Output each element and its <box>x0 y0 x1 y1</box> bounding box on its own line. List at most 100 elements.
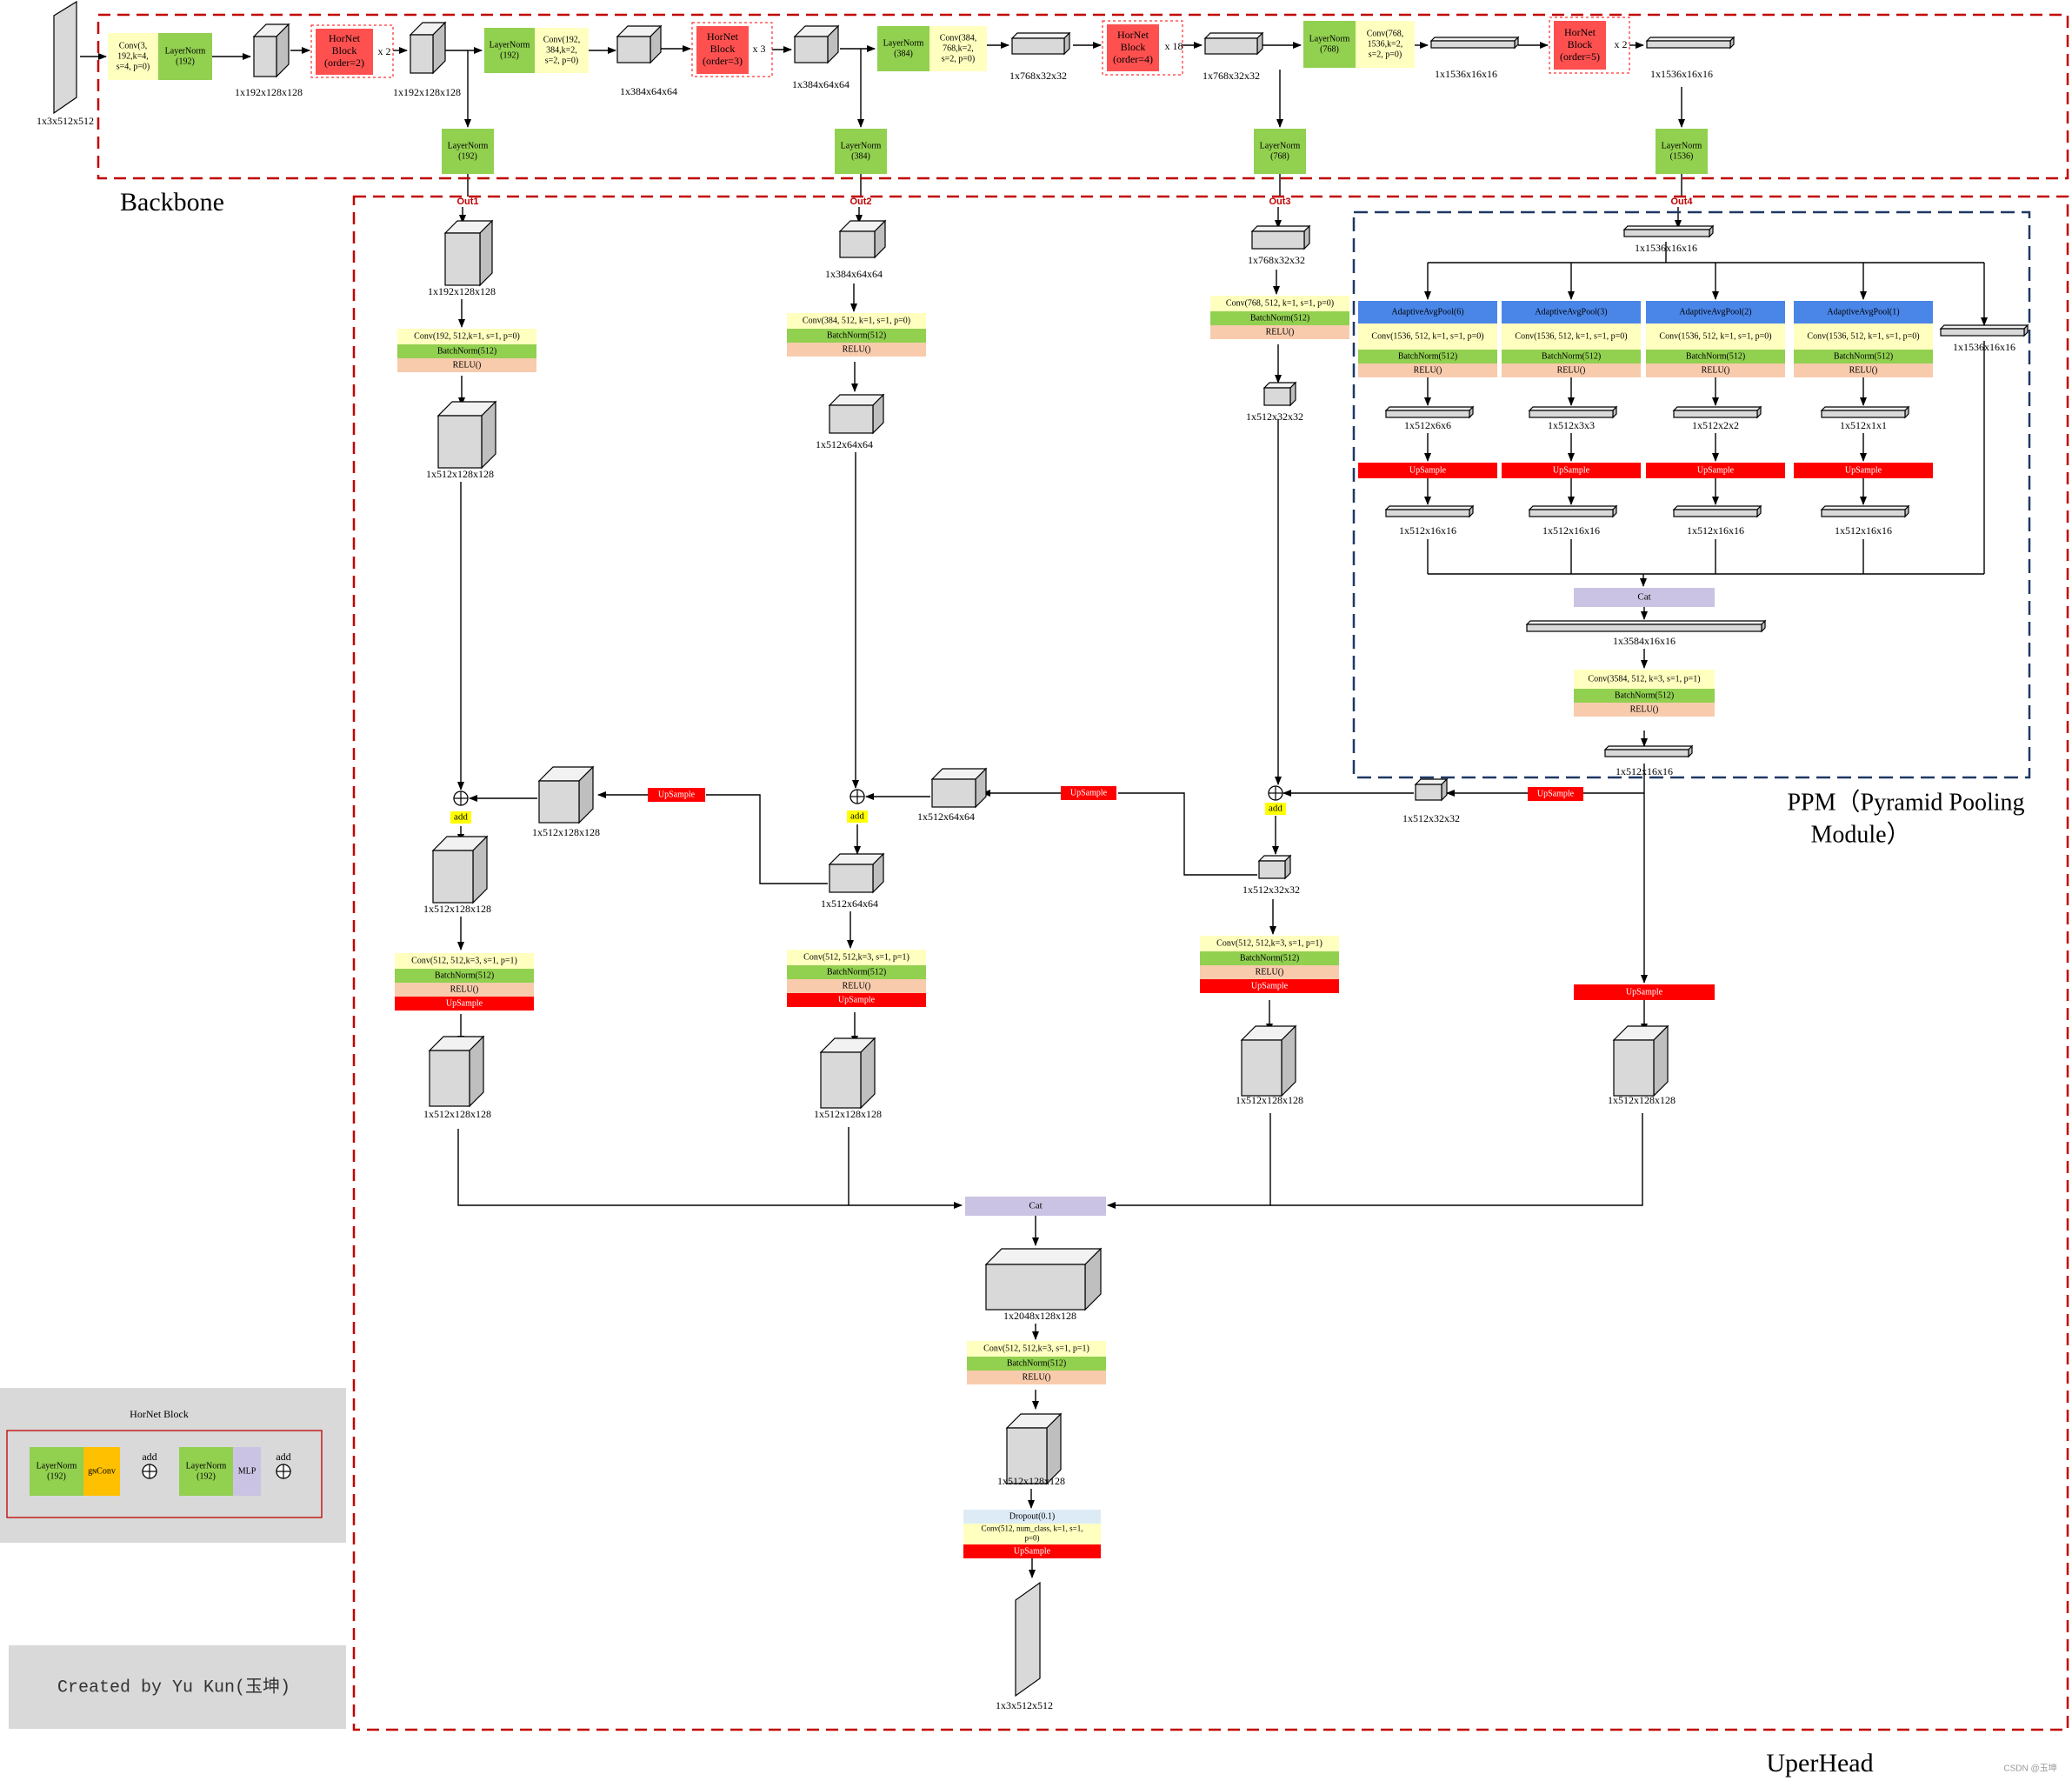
cube-top <box>1672 406 1762 411</box>
hornet-block-label: (order=3) <box>703 55 743 67</box>
legend-gconv-label: gɴConv <box>88 1466 116 1476</box>
pool-label: AdaptiveAvgPool(6) <box>1391 307 1463 317</box>
plus-circle-icon <box>1268 785 1283 801</box>
legend-norm-1 <box>30 1447 83 1496</box>
ds1-norm-label: (192) <box>500 50 519 60</box>
batchnorm-label: BatchNorm(512) <box>1615 690 1674 700</box>
relu-block <box>1200 965 1339 979</box>
fuse-out-dim: 1x512x128x128 <box>997 1475 1065 1487</box>
fused3-cube <box>1257 854 1292 880</box>
out-norm-label: (1536) <box>1670 151 1694 161</box>
conv-label: Conv(192, 512,k=1, s=1, p=0) <box>414 331 520 341</box>
cube-top <box>1528 406 1618 411</box>
ds2-norm <box>877 26 929 71</box>
cube-front <box>437 415 483 469</box>
adaptive-avg-pool <box>1502 301 1641 324</box>
out-norm-label: LayerNorm <box>1260 141 1301 150</box>
conv-block <box>787 950 926 965</box>
relu-label: RELU() <box>1849 365 1878 375</box>
hornet-block-4 <box>1554 21 1606 70</box>
hornet-block-frame <box>691 22 773 77</box>
cube-front <box>1529 509 1614 517</box>
stem-conv <box>108 33 158 80</box>
upsample-label: UpSample <box>1697 465 1735 475</box>
upsample-label: UpSample <box>838 995 876 1004</box>
hornet-block-label: (order=4) <box>1113 53 1153 65</box>
out-norm-label: (192) <box>458 151 477 161</box>
stage3-out-dim: 1x768x32x32 <box>1203 70 1260 82</box>
ds1-cube <box>616 24 663 64</box>
relu-block <box>1210 325 1349 339</box>
hornet-block-label: (order=2) <box>324 57 364 69</box>
pooled-dim: 1x512x3x3 <box>1548 419 1595 431</box>
branch2-in-cube <box>838 219 887 259</box>
fpn-up2-dim: 1x512x64x64 <box>917 810 975 823</box>
upsample-block <box>1574 984 1715 1000</box>
credit-text: Created by Yu Kun(玉坤) <box>57 1676 290 1698</box>
stem-norm-label: LayerNorm <box>165 46 206 56</box>
batchnorm-label: BatchNorm(512) <box>1007 1358 1066 1368</box>
legend-gconv <box>83 1447 120 1496</box>
upsample-label: UpSample <box>1845 465 1882 475</box>
out-label: Out3 <box>1269 197 1290 207</box>
cube-front <box>616 36 651 63</box>
cube-top <box>1939 324 2029 330</box>
pooled-slab <box>1820 405 1910 419</box>
out-label: Out4 <box>1670 197 1693 207</box>
branch1-out-cube <box>436 400 497 470</box>
arrow-icon <box>457 1129 963 1209</box>
hornet-block-label: HorNet <box>1564 26 1596 38</box>
fpn-up1-dim: 1x512x128x128 <box>532 826 600 838</box>
upsample-label: UpSample <box>1409 465 1447 475</box>
arrow-icon <box>1107 1113 1271 1209</box>
repeat-label: x 2 <box>1615 38 1628 50</box>
dropout-label: Dropout(0.1) <box>1009 1511 1056 1521</box>
conv-label: Conv(1536, 512, k=1, s=1, p=0) <box>1371 331 1483 341</box>
branch1-out-dim: 1x512x128x128 <box>426 468 494 480</box>
branch2-out-dim: 1x512x64x64 <box>816 438 873 450</box>
ds2-cube <box>1010 31 1071 56</box>
relu-block <box>787 343 926 357</box>
cube-top <box>1250 225 1311 232</box>
conv-label: Conv(512, 512,k=3, s=1, p=1) <box>411 956 517 965</box>
legend-norm-label: LayerNorm <box>37 1461 77 1471</box>
fuse-out-cube <box>1005 1412 1063 1485</box>
out-norm-4 <box>1656 129 1708 174</box>
cube-front <box>1385 509 1470 517</box>
cat-out-dim: 1x2048x128x128 <box>1003 1310 1076 1322</box>
cube-top <box>1820 406 1910 411</box>
conv-block <box>1200 936 1339 951</box>
hornet-block-label: Block <box>1121 41 1146 53</box>
stage2-out-cube <box>793 24 840 64</box>
repeat-label: x 3 <box>753 43 766 55</box>
batchnorm-block <box>1358 350 1497 364</box>
batchnorm-block <box>1794 350 1933 364</box>
adaptive-avg-pool <box>1646 301 1785 324</box>
batchnorm-block <box>787 965 926 979</box>
batchnorm-label: BatchNorm(512) <box>1250 313 1309 323</box>
batchnorm-label: BatchNorm(512) <box>827 330 886 340</box>
ds3-dim: 1x1536x16x16 <box>1435 68 1497 80</box>
relu-block <box>1574 703 1715 717</box>
out-norm-label: LayerNorm <box>1662 141 1702 150</box>
batchnorm-block <box>1210 311 1349 325</box>
branch3-out-dim: 1x512x32x32 <box>1246 410 1303 423</box>
relu-block <box>1502 364 1641 377</box>
dropout-block <box>963 1510 1101 1524</box>
hornet-block-frame <box>310 24 394 78</box>
cube-front <box>1821 509 1906 517</box>
conv-label: Conv(768, 512, k=1, s=1, p=0) <box>1226 298 1334 308</box>
ds1-conv-label: Conv(192, <box>543 35 581 44</box>
relu-label: RELU() <box>450 984 479 994</box>
upsample-block <box>1061 786 1116 800</box>
ppm-title: Module） <box>1810 820 1910 848</box>
conv-block <box>1646 324 1785 350</box>
adaptive-avg-pool <box>1358 301 1497 324</box>
plus-circle-icon <box>849 789 865 804</box>
hornet-block-label: HorNet <box>707 30 739 43</box>
cube-front <box>1613 1039 1655 1097</box>
legend-norm-2 <box>179 1447 233 1496</box>
branch1-in-cube <box>443 219 494 287</box>
upsampled-dim: 1x512x16x16 <box>1399 524 1456 537</box>
